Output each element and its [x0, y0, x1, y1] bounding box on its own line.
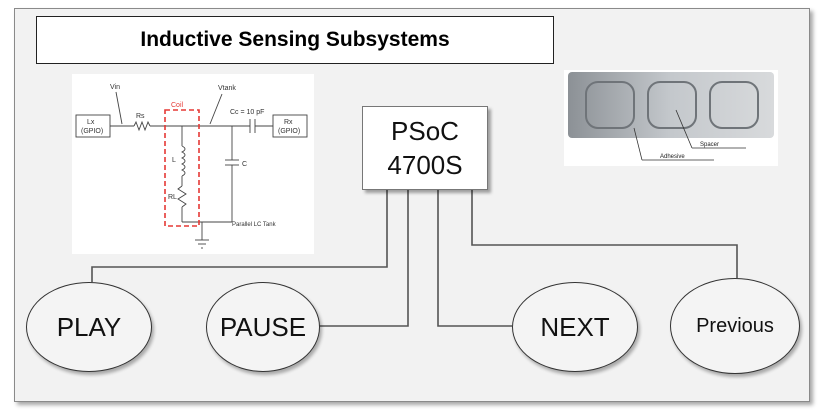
play-button[interactable]: PLAY [26, 282, 152, 372]
coil-highlight-box [164, 109, 200, 227]
tank-label: Parallel LC Tank [232, 222, 277, 228]
wire-play [91, 189, 388, 282]
vtank-label: Vtank [218, 85, 236, 92]
rl-label: RL [168, 194, 177, 201]
cc-label: Cc = 10 pF [230, 109, 264, 116]
sensor-stack-photo: Spacer Adhesive [564, 70, 778, 166]
wire-pause [318, 189, 409, 327]
next-button[interactable]: NEXT [512, 282, 638, 372]
diagram-title: Inductive Sensing Subsystems [140, 28, 450, 51]
previous-label: Previous [696, 314, 774, 337]
rx-sub-label: (GPIO) [278, 128, 300, 135]
play-label: PLAY [56, 311, 122, 342]
lx-sub-label: (GPIO) [81, 128, 103, 135]
spacer-label: Spacer [700, 142, 719, 148]
wire-next [437, 189, 512, 327]
previous-button[interactable]: Previous [670, 278, 800, 374]
coil-label: Coil [171, 102, 184, 109]
controller-line1: PSoC [391, 116, 459, 146]
l-label: L [172, 157, 176, 164]
next-label: NEXT [540, 311, 610, 342]
pause-button[interactable]: PAUSE [206, 282, 320, 372]
wire-previous [471, 189, 738, 278]
psoc-controller-box: PSoC 4700S [362, 106, 488, 190]
title-box: Inductive Sensing Subsystems [36, 16, 554, 64]
rs-label: Rs [136, 113, 145, 120]
controller-line2: 4700S [387, 150, 463, 180]
lc-tank-circuit-image: Lx (GPIO) Rx (GPIO) Vin Vtank Rs Coil Cc… [72, 74, 314, 254]
vin-label: Vin [110, 84, 120, 91]
pause-label: PAUSE [219, 311, 307, 342]
c-label: C [242, 161, 247, 168]
lx-label: Lx [87, 119, 95, 126]
adhesive-label: Adhesive [660, 154, 685, 160]
rx-label: Rx [284, 119, 293, 126]
